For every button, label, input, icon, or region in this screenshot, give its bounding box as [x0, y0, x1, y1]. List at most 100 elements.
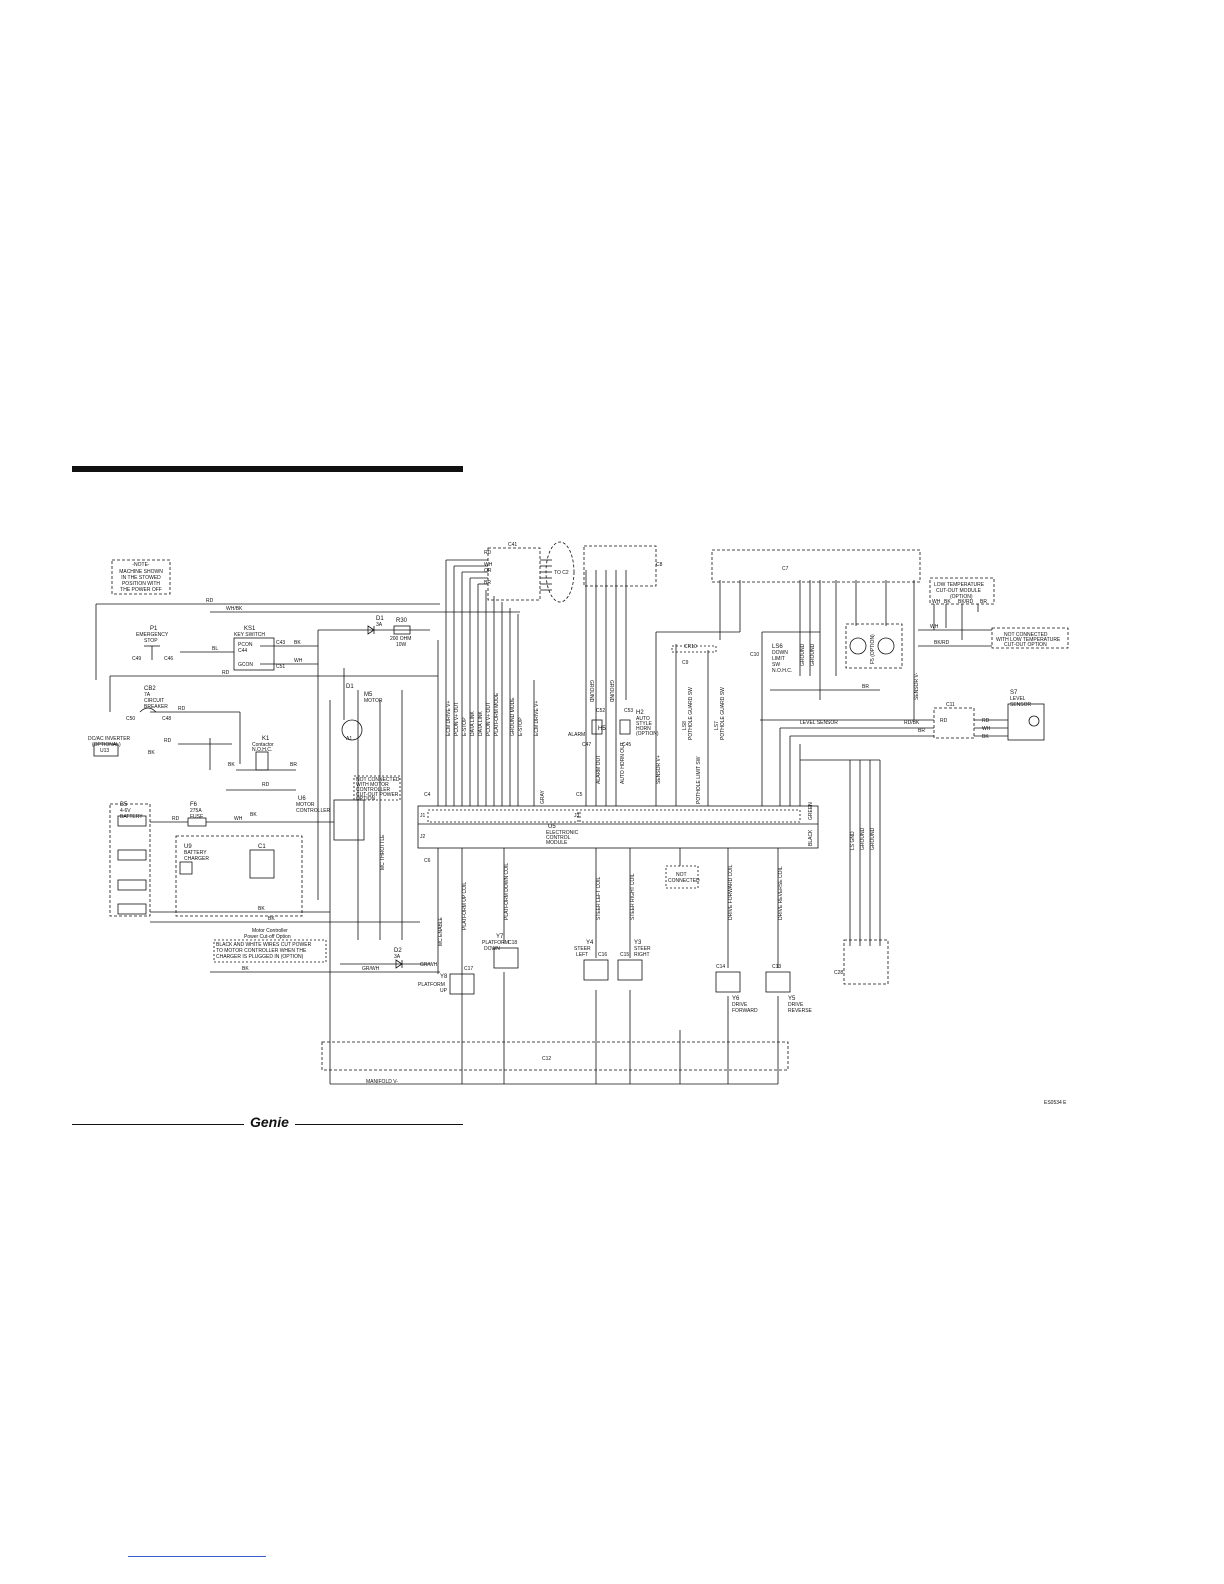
u5-ecm-block	[417, 805, 819, 849]
signal-steer-left-coil: STEER LEFT COIL	[596, 877, 602, 920]
ecm-j2: J2	[420, 834, 426, 840]
wire-wh-low: WH	[930, 624, 939, 630]
note-title: -NOTE-	[132, 562, 150, 568]
to-c2-label: TO C2	[554, 570, 569, 576]
y4-coil	[583, 959, 609, 981]
m5-desc: MOTOR	[364, 698, 383, 704]
c6-label: C6	[424, 858, 431, 864]
cutout-note-2: TO MOTOR CONTROLLER WHEN THE	[216, 948, 307, 954]
ecm-black: BLACK	[808, 829, 814, 846]
c48-label: C48	[162, 716, 171, 722]
c50-label: C50	[126, 716, 135, 722]
not-connected-mc-5: OPTION	[356, 796, 376, 802]
wire-grwh-1: GR/WH	[362, 966, 380, 972]
wire-bk-s7-out: BK	[982, 734, 989, 740]
c1-label: C1	[258, 844, 266, 850]
not-connected-low-2: WITH LOW TEMPERATURE	[996, 637, 1061, 643]
u6-desc-1: MOTOR	[296, 802, 315, 808]
wire-br-f5: BR	[862, 684, 869, 690]
wire-br-k1: BR	[290, 762, 297, 768]
signal-platform-up-coil: PLATFORM UP COIL	[462, 882, 468, 930]
ks1-label: KS1	[244, 626, 256, 632]
s7-level-sensor	[1007, 703, 1045, 741]
c49-label: C49	[132, 656, 141, 662]
h2-desc-1: AUTO	[636, 716, 650, 722]
wire-bl: BL	[212, 646, 218, 652]
wire-or-c41: OR	[484, 568, 492, 574]
manifold-label: MANIFOLD V-	[366, 1079, 398, 1085]
f5-label: F5 (OPTION)	[870, 634, 876, 664]
y7-desc-2: DOWN	[484, 946, 500, 952]
low-temp-2: CUT-OUT MODULE	[936, 588, 982, 594]
wire-bk-k1: BK	[228, 762, 235, 768]
ks1-desc: KEY SWITCH	[234, 632, 265, 638]
c45-label: C45	[622, 742, 631, 748]
s7-label: S7	[1010, 690, 1018, 696]
c11-connector	[933, 707, 975, 739]
h2-desc-4: (OPTION)	[636, 731, 659, 737]
ecm-pin-8: GROUND MODE	[510, 697, 516, 736]
ecm-j1: J1	[420, 813, 426, 819]
y7-label: Y7	[496, 934, 504, 940]
h5-desc: ALARM	[568, 732, 585, 738]
wire-whbk-top: WH/BK	[226, 606, 243, 612]
u5-desc-3: MODULE	[546, 840, 568, 846]
wire-br-s7: BR	[918, 728, 925, 734]
cb2-label: CB2	[144, 686, 156, 692]
d1-desc: 3A	[376, 622, 383, 628]
c18-label: C18	[508, 940, 517, 946]
signal-sensor-v: SENSOR V+	[656, 755, 662, 784]
header-rule	[72, 466, 463, 472]
y7-desc-1: PLATFORM	[482, 940, 509, 946]
signal-ground-5: GROUND	[860, 827, 866, 850]
y3-desc-1: STEER	[634, 946, 651, 952]
c17-label: C17	[464, 966, 473, 972]
wire-br-c41: BR	[484, 580, 491, 586]
c16-label: C16	[598, 952, 607, 958]
ls7-desc: POTHOLE GUARD SW	[720, 687, 726, 740]
y8-desc-1: PLATFORM	[418, 982, 445, 988]
wire-wh-s7-out: WH	[982, 726, 991, 732]
wire-wh-c41: WH	[484, 562, 493, 568]
wire-rd-c41: RD	[484, 550, 492, 556]
cr10-relay	[671, 645, 717, 653]
wire-bk-charger: BK	[250, 812, 257, 818]
k1-label: K1	[262, 736, 270, 742]
c7-label: C7	[782, 566, 789, 572]
signal-platform-down-coil: PLATFORM DOWN COIL	[504, 863, 510, 920]
signal-auto-horn-out: AUTO HORN OUT	[620, 742, 626, 784]
wire-bkrd-low: BK/RD	[934, 640, 950, 646]
y3-coil	[617, 959, 643, 981]
inverter-label-2: (OPTIONAL)	[92, 742, 121, 748]
d1-motor-label: D1	[346, 684, 354, 690]
c41-connector	[487, 547, 541, 601]
u9-label: U9	[184, 844, 192, 850]
signal-ls-gnd: LS GND	[850, 831, 856, 850]
h5-alarm	[591, 719, 603, 735]
not-connected-box	[665, 865, 699, 889]
not-connected-mc-4: CUT-OUT POWER	[356, 792, 399, 798]
note-line-3: POSITION WITH	[122, 581, 160, 587]
ecm-top-wires	[437, 560, 535, 806]
c7-connector	[711, 549, 921, 583]
h5-label: H5	[598, 726, 606, 732]
y6-desc-1: DRIVE	[732, 1002, 748, 1008]
y8-label: Y8	[440, 974, 448, 980]
wire-rd-k1: RD	[262, 782, 270, 788]
c14-label: C14	[716, 964, 725, 970]
y5-desc-2: REVERSE	[788, 1008, 813, 1014]
ecm-pin-6: PCON V+ OUT	[486, 702, 492, 736]
wire-rd-s7: RD	[940, 718, 948, 724]
footer-link-underline[interactable]	[128, 1556, 266, 1557]
signal-drive-reverse-coil: DRIVE REVERSE COIL	[778, 866, 784, 920]
u6-label: U6	[298, 796, 306, 802]
wire-rd-cb: RD	[178, 706, 186, 712]
signal-ground-6: GROUND	[870, 827, 876, 850]
p1-desc-1: EMERGENCY	[136, 632, 169, 638]
mc-throttle-label: MC THROTTLE	[380, 834, 386, 870]
ecm-pin-4: DATA LINK	[470, 711, 476, 736]
u6-motor-controller	[333, 799, 365, 841]
c44-label: C44	[238, 648, 247, 654]
f6-desc-1: 275A	[190, 808, 202, 814]
r30-desc-1: 200 OHM	[390, 636, 411, 642]
